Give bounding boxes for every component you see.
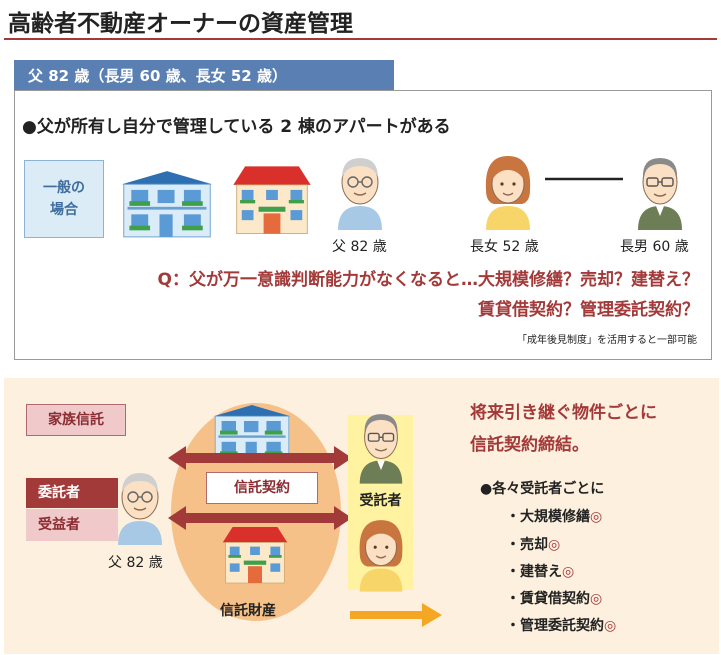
section1-headline: ●父が所有し自分で管理している 2 棟のアパートがある bbox=[22, 117, 451, 137]
option-label: ・管理委託契約 bbox=[506, 618, 604, 634]
father-label: 父 82 歳 bbox=[332, 239, 387, 255]
trust-asset-label: 信託財産 bbox=[220, 603, 276, 619]
son-icon bbox=[637, 157, 683, 230]
option-item: ・売却◎ bbox=[506, 534, 560, 554]
double-circle-icon: ◎ bbox=[548, 537, 561, 553]
role-entrustor: 委託者 bbox=[26, 478, 118, 508]
question-line1: Q：父が万一意識判断能力がなくなると…大規模修繕？売却？建替え？ bbox=[157, 270, 699, 290]
relation-line bbox=[545, 177, 623, 181]
father-trust-label: 父 82 歳 bbox=[108, 555, 163, 571]
option-item: ・賃貸借契約◎ bbox=[506, 588, 602, 608]
daughter-icon bbox=[485, 155, 531, 230]
case-label-line1: 一般の bbox=[43, 180, 85, 196]
page-title: 高齢者不動産オーナーの資産管理 bbox=[8, 11, 353, 37]
succession-arrow bbox=[350, 603, 442, 627]
option-label: ・賃貸借契約 bbox=[506, 591, 590, 607]
case-label-line2: 場合 bbox=[50, 202, 78, 218]
blue-apartment-icon bbox=[121, 170, 213, 238]
role-beneficiary: 受益者 bbox=[26, 509, 118, 541]
father-trust-icon bbox=[117, 472, 163, 546]
double-arrow-top bbox=[168, 446, 352, 470]
double-circle-icon: ◎ bbox=[604, 618, 617, 634]
section2-subheading: ●各々受託者ごとに bbox=[480, 481, 605, 497]
option-item: ・大規模修繕◎ bbox=[506, 506, 602, 526]
double-circle-icon: ◎ bbox=[562, 564, 575, 580]
option-label: ・大規模修繕 bbox=[506, 509, 590, 525]
section2-headline-line1: 将来引き継ぐ物件ごとに bbox=[470, 403, 657, 423]
son-label: 長男 60 歳 bbox=[620, 239, 689, 255]
red-apartment-trust-icon bbox=[222, 526, 288, 584]
option-label: ・売却 bbox=[506, 537, 548, 553]
red-apartment-icon bbox=[232, 165, 312, 235]
trustee-daughter-icon bbox=[358, 519, 404, 592]
option-item: ・建替え◎ bbox=[506, 561, 574, 581]
question-line2: 賃貸借契約？管理委託契約？ bbox=[478, 300, 699, 320]
option-item: ・管理委託契約◎ bbox=[506, 615, 616, 635]
guardianship-note: 「成年後見制度」を活用すると一部可能 bbox=[517, 335, 697, 346]
trustee-label: 受託者 bbox=[359, 493, 402, 509]
double-circle-icon: ◎ bbox=[590, 509, 603, 525]
daughter-label: 長女 52 歳 bbox=[470, 239, 539, 255]
title-divider bbox=[4, 38, 717, 40]
family-trust-tab: 家族信託 bbox=[26, 404, 126, 436]
option-label: ・建替え bbox=[506, 564, 562, 580]
section2-headline-line2: 信託契約締結。 bbox=[470, 435, 589, 455]
double-circle-icon: ◎ bbox=[590, 591, 603, 607]
trust-contract-label: 信託契約 bbox=[206, 472, 318, 504]
trustee-son-icon bbox=[359, 413, 403, 484]
double-arrow-bottom bbox=[168, 506, 352, 530]
section1-tab: 父 82 歳（長男 60 歳、長女 52 歳） bbox=[14, 60, 394, 90]
father-icon bbox=[337, 157, 383, 230]
case-label-box: 一般の 場合 bbox=[24, 160, 104, 238]
